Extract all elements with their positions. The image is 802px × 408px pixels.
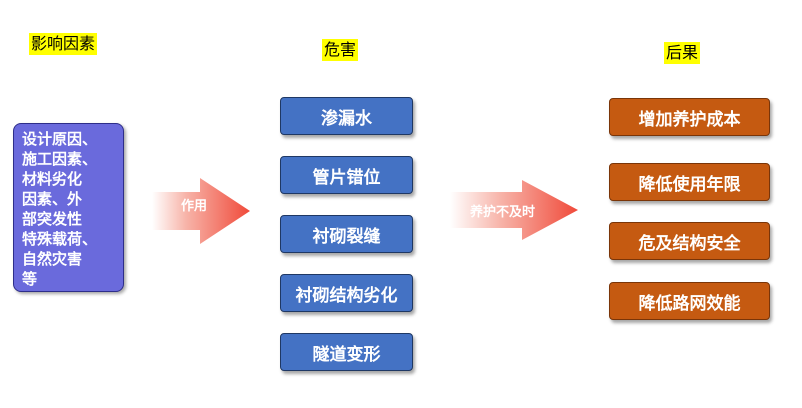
consequence-box-service-life: 降低使用年限 bbox=[609, 163, 770, 201]
hazard-box-tunnel-deformation: 隧道变形 bbox=[280, 333, 413, 371]
hazard-box-lining-cracks: 衬砌裂缝 bbox=[280, 215, 413, 253]
cause-arrow-label: 作用 bbox=[181, 199, 208, 214]
effect-arrow bbox=[450, 180, 578, 240]
hazard-box-water-leakage: 渗漏水 bbox=[280, 97, 413, 135]
factors-text: 设计原因、 施工因素、 材料劣化 因素、外 部突发性 特殊载荷、 自然灾害 等 bbox=[22, 130, 98, 288]
effect-arrow-label: 养护不及时 bbox=[470, 205, 536, 220]
hazard-box-segment-misalignment: 管片错位 bbox=[280, 156, 413, 194]
consequences-heading: 后果 bbox=[664, 42, 701, 64]
cause-arrow bbox=[152, 178, 250, 244]
hazard-box-lining-degradation: 衬砌结构劣化 bbox=[280, 274, 413, 312]
hazards-heading: 危害 bbox=[322, 39, 359, 61]
factors-box: 设计原因、 施工因素、 材料劣化 因素、外 部突发性 特殊载荷、 自然灾害 等 bbox=[13, 123, 124, 292]
consequence-box-structural-safety: 危及结构安全 bbox=[609, 222, 770, 260]
consequence-box-network-efficiency: 降低路网效能 bbox=[609, 282, 770, 320]
factors-heading: 影响因素 bbox=[29, 33, 98, 55]
consequence-box-maintenance-cost: 增加养护成本 bbox=[609, 98, 770, 136]
